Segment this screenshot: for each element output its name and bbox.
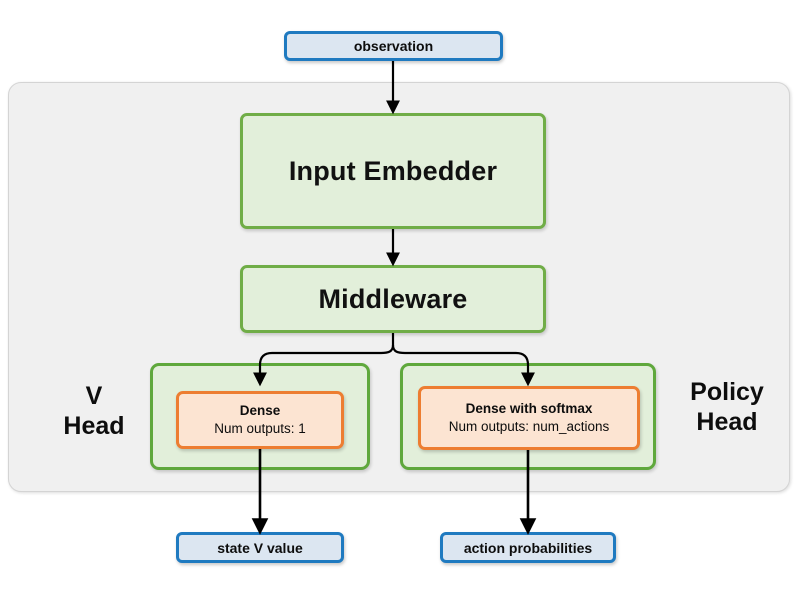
node-middleware[interactable]: Middleware [240,265,546,333]
node-state-v-value-label: state V value [217,539,303,556]
label-policy-head-line2: Head [696,407,758,436]
node-dense-policy-title: Dense with softmax [465,400,593,416]
node-middleware-label: Middleware [318,283,468,314]
label-v-head-line1: V [85,382,103,410]
label-policy-head-line1: Policy [690,378,764,406]
node-dense-v-subtitle: Num outputs: 1 [214,420,306,436]
label-policy-head: Policy Head [664,378,790,437]
node-observation-label: observation [353,38,434,54]
node-dense-v[interactable]: Dense Num outputs: 1 [176,391,344,449]
node-dense-policy[interactable]: Dense with softmax Num outputs: num_acti… [418,386,640,450]
node-dense-v-title: Dense [239,402,281,418]
node-observation[interactable]: observation [284,31,503,61]
node-state-v-value[interactable]: state V value [176,532,344,563]
node-action-probabilities[interactable]: action probabilities [440,532,616,563]
label-v-head-line2: Head [63,411,125,440]
node-input-embedder[interactable]: Input Embedder [240,113,546,229]
node-dense-policy-subtitle: Num outputs: num_actions [448,418,610,434]
label-v-head: V Head [42,382,146,441]
node-input-embedder-label: Input Embedder [288,155,498,186]
node-action-probabilities-label: action probabilities [463,539,593,556]
